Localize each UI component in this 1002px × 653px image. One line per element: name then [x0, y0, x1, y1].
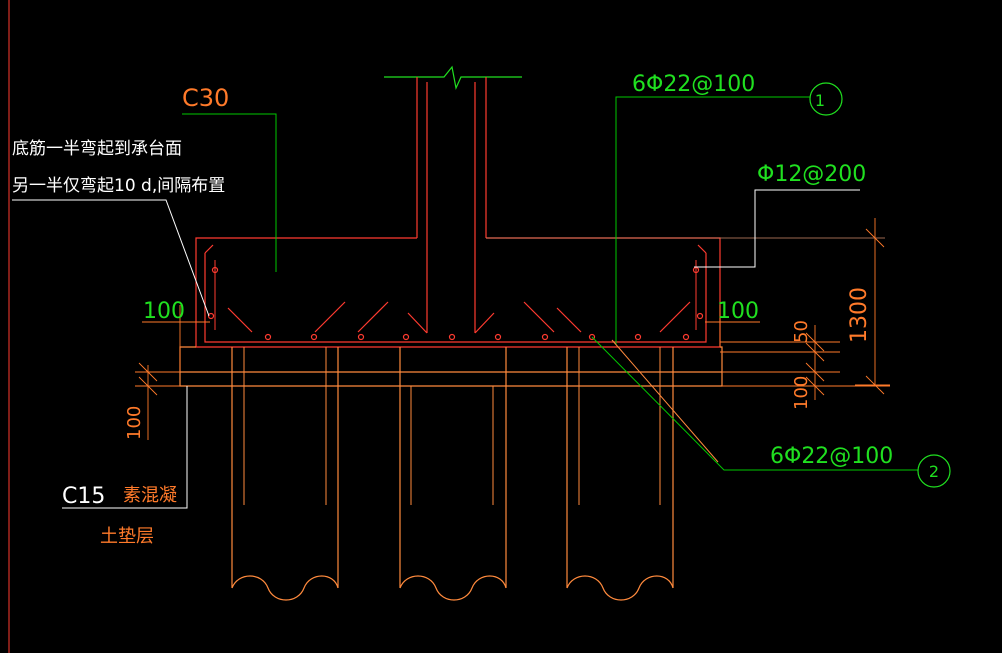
bent-bar-3a: [556, 307, 582, 333]
cushion-name-line-1: 素混凝: [123, 485, 177, 506]
callout-circle-1: [809, 82, 843, 116]
rebar-dot: [448, 333, 456, 341]
note-line-1: 底筋一半弯起到承台面: [12, 139, 182, 159]
dimensions: [135, 218, 890, 440]
rebar-dot: [588, 333, 596, 341]
column-bar-hook-right: [474, 312, 495, 334]
c30-leader: [182, 113, 277, 272]
rebar-top-label: 6Φ22@100: [632, 72, 755, 97]
pile-cap: [195, 237, 885, 348]
piles: [231, 347, 674, 601]
cover-dim-text: 50: [791, 320, 812, 343]
right-cushion-dim-text: 100: [791, 376, 812, 410]
bent-bar-2b: [523, 301, 555, 333]
callout-2-label: 2: [929, 462, 939, 481]
callout-1-label: 1: [815, 91, 825, 110]
cushion-layer: [179, 346, 723, 387]
height-dim-text: 1300: [847, 287, 872, 343]
cover-tick-2: [805, 342, 825, 362]
rebar-dot: [357, 333, 365, 341]
rebar-dot: [696, 312, 704, 320]
rebar-dot: [634, 333, 642, 341]
right-offset-dim-text: 100: [717, 299, 759, 324]
note-line-2: 另一半仅弯起10 d,间隔布置: [12, 176, 225, 196]
cover-tick-1: [805, 332, 825, 352]
rebar-dot: [402, 333, 410, 341]
rebar-dot: [541, 333, 549, 341]
left-thick-tick-2: [138, 376, 158, 396]
left-thick-tick-1: [138, 362, 158, 382]
rebar-top-leader: [615, 96, 810, 345]
left-cushion-dim-text: 100: [124, 406, 145, 440]
rebar-dot: [211, 266, 219, 274]
rebar-bottom-leader-aux: [611, 339, 719, 463]
left-bar-hook: [204, 244, 214, 254]
column-bar-hook-left: [407, 312, 428, 334]
bottom-main-rebar: [204, 253, 707, 343]
height-dim-tick-low: [865, 375, 885, 395]
height-dim-tick-top: [865, 228, 885, 248]
rebar-dot: [682, 333, 690, 341]
right-bar-hook: [697, 244, 707, 254]
pile-3: [566, 347, 674, 601]
cushion-leader: [62, 386, 188, 509]
leaders: [12, 96, 918, 509]
pile-1: [231, 347, 339, 601]
cushion-outline: [179, 346, 723, 387]
column-stub: [384, 65, 522, 334]
cushion-tick-2: [805, 376, 825, 396]
rebar-side-leader: [694, 189, 860, 268]
cushion-name-line-2: 土垫层: [100, 526, 154, 547]
rebar-bottom-label: 6Φ22@100: [770, 444, 893, 469]
pile-2: [399, 347, 507, 601]
rebar-side-label: Φ12@200: [757, 162, 866, 187]
rebar-bottom-leader: [591, 336, 918, 471]
concrete-grade-label: C30: [182, 84, 229, 112]
left-offset-dim-text: 100: [143, 299, 185, 324]
note-leader: [12, 199, 210, 317]
column-break-line: [384, 65, 522, 90]
bent-bar-1b: [314, 301, 346, 333]
bent-bar-2a: [357, 301, 389, 333]
bent-bar-1a: [227, 307, 253, 333]
rebar-dot: [264, 333, 272, 341]
callout-circle-2: [917, 454, 951, 488]
rebar-dot: [310, 333, 318, 341]
rebar-dot: [494, 333, 502, 341]
cushion-tick-1: [805, 362, 825, 382]
bent-bar-3b: [659, 301, 691, 333]
cushion-grade-label: C15: [62, 484, 105, 509]
